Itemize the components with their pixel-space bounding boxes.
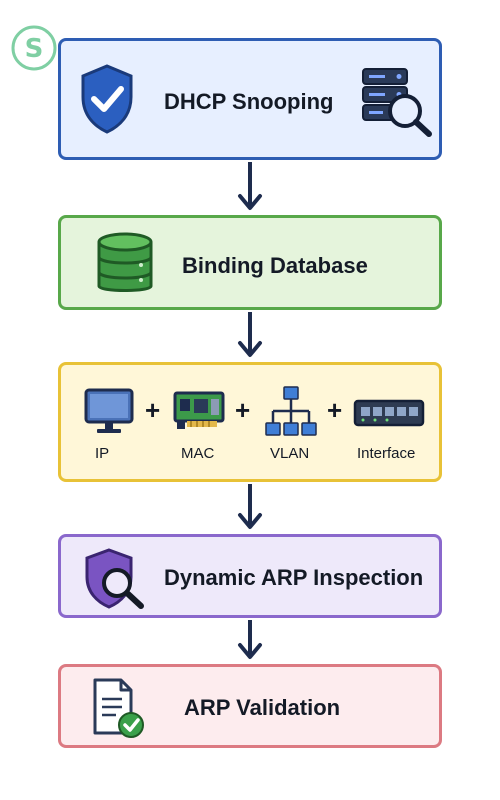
dynamic-arp-inspection-box: Dynamic ARP Inspection	[58, 534, 442, 618]
interface-label: Interface	[357, 445, 416, 462]
vlan-label: VLAN	[270, 445, 310, 462]
document-check-icon	[93, 678, 144, 738]
flow-arrow	[238, 312, 262, 357]
flow-arrow	[238, 162, 262, 210]
flow-arrow	[238, 620, 262, 659]
hierarchy-icon	[265, 386, 317, 436]
network-card-icon	[173, 391, 225, 429]
svg-text:S: S	[25, 34, 44, 64]
logo-icon: S	[11, 25, 57, 71]
arp-validation-box: ARP Validation	[58, 664, 442, 748]
dynamic-arp-inspection-label: Dynamic ARP Inspection	[164, 565, 424, 590]
plus-sign: +	[145, 395, 161, 425]
mac-label: MAC	[181, 445, 215, 462]
plus-sign: +	[327, 395, 343, 425]
monitor-icon	[84, 388, 134, 433]
binding-fields-box: + + + IP MAC VLAN Interfac	[58, 362, 442, 482]
database-icon	[97, 232, 153, 292]
shield-check-icon	[81, 64, 133, 134]
shield-search-icon	[85, 548, 144, 609]
dhcp-snooping-label: DHCP Snooping	[164, 89, 334, 114]
binding-database-label: Binding Database	[182, 253, 368, 278]
plus-sign: +	[235, 395, 251, 425]
flow-arrow	[238, 484, 262, 529]
binding-database-box: Binding Database	[58, 215, 442, 310]
server-search-icon	[362, 68, 432, 137]
arp-validation-label: ARP Validation	[184, 695, 341, 720]
ip-label: IP	[95, 445, 110, 462]
dhcp-snooping-box: DHCP Snooping	[58, 38, 442, 160]
switch-icon	[353, 399, 425, 427]
